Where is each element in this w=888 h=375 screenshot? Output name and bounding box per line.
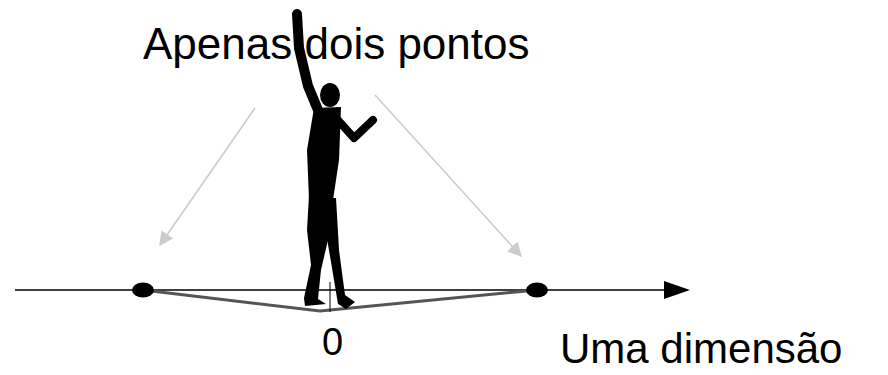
origin-tick	[330, 282, 331, 312]
pointer-arrow	[160, 108, 255, 245]
axis-arrowhead	[664, 281, 690, 299]
axis-origin-label: 0	[322, 322, 343, 364]
point-dot	[526, 283, 548, 298]
point-dot	[132, 283, 154, 298]
annotation-text: Uma dimensão	[560, 326, 842, 372]
pointer-arrow	[375, 95, 521, 256]
annotation-text: Apenas dois pontos	[143, 20, 530, 68]
